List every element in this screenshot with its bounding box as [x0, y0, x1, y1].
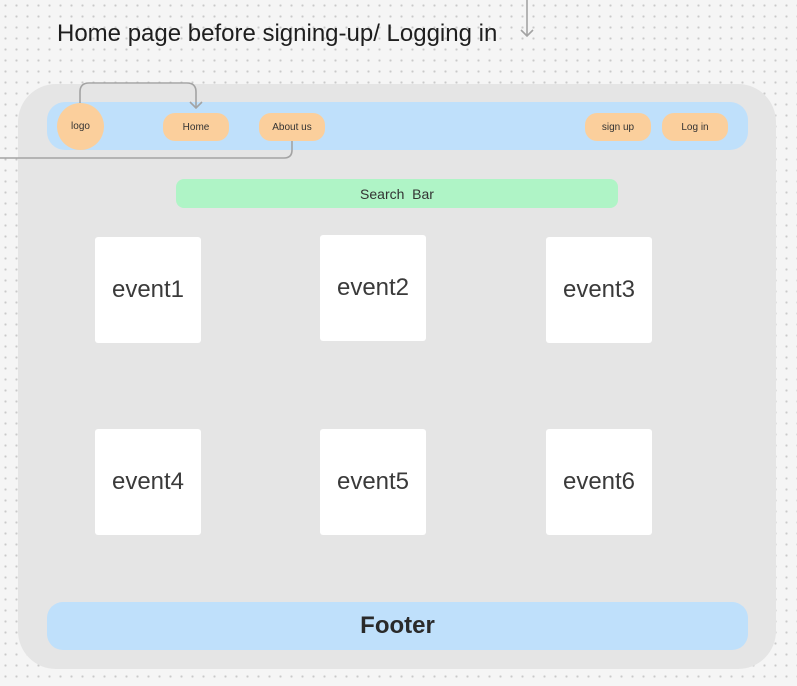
page-title: Home page before signing-up/ Logging in: [57, 20, 498, 47]
home-button[interactable]: Home: [163, 113, 229, 141]
logo[interactable]: logo: [57, 103, 104, 150]
log-in-button[interactable]: Log in: [662, 113, 728, 141]
wireframe-frame: [18, 84, 776, 669]
event-card-5[interactable]: event5: [320, 429, 426, 535]
about-us-button[interactable]: About us: [259, 113, 325, 141]
event-card-3[interactable]: event3: [546, 237, 652, 343]
search-bar[interactable]: Search Bar: [176, 179, 618, 208]
event-card-1[interactable]: event1: [95, 237, 201, 343]
event-card-6[interactable]: event6: [546, 429, 652, 535]
event-card-4[interactable]: event4: [95, 429, 201, 535]
footer: Footer: [47, 602, 748, 650]
event-card-2[interactable]: event2: [320, 235, 426, 341]
sign-up-button[interactable]: sign up: [585, 113, 651, 141]
